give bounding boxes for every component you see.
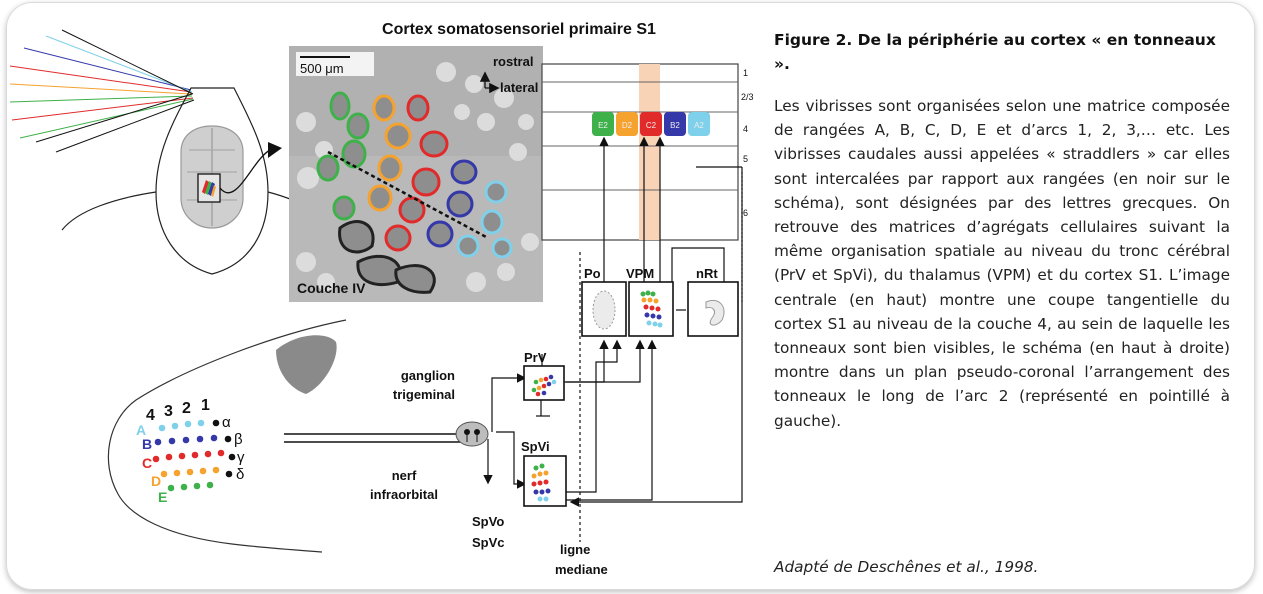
arc2-dotted-line <box>327 150 489 240</box>
layer-6: 6 <box>743 208 748 218</box>
layer-4: 4 <box>743 124 748 134</box>
caption-title: Figure 2. De la périphérie au cortex « e… <box>774 31 1216 73</box>
layer-iv-label: Couche IV <box>297 280 366 296</box>
row-d: D <box>151 473 161 489</box>
row-c: C <box>142 455 152 471</box>
figure-diagram: Cortex somatosensoriel primaire S1 <box>9 21 754 577</box>
row-e: E <box>158 489 167 505</box>
spvi-label: SpVi <box>521 439 550 454</box>
eye <box>276 335 337 394</box>
layer-5: 5 <box>743 154 748 164</box>
thalamus: Po VPM nRt <box>581 266 739 337</box>
barrel-e2-label: E2 <box>598 121 608 130</box>
figure-card: Cortex somatosensoriel primaire S1 <box>6 2 1255 590</box>
nerf-label-2: infraorbital <box>370 487 438 502</box>
scale-bar-label: 500 μm <box>300 61 344 76</box>
layer-2-3: 2/3 <box>741 92 754 102</box>
spvi-barrelettes <box>531 463 551 502</box>
barrel-c2 <box>640 112 662 136</box>
c2-column-highlight <box>639 64 660 240</box>
rat-snout-side-view: 4 3 2 1 A B C D E α β γ δ <box>107 319 347 553</box>
barrel-d2-label: D2 <box>622 121 633 130</box>
prv-label: PrV <box>524 350 547 365</box>
barrel-micrograph: 500 μm rostral lateral <box>289 46 543 302</box>
po-label: Po <box>584 266 601 281</box>
arc-3: 3 <box>164 403 173 420</box>
nrt-label: nRt <box>696 266 718 281</box>
figure-title: Cortex somatosensoriel primaire S1 <box>382 21 656 38</box>
whiskers-fan <box>9 29 195 153</box>
greek-delta: δ <box>236 466 244 483</box>
spvc-label: SpVc <box>472 535 505 550</box>
barrel-a2 <box>688 112 710 136</box>
ganglion-label-1: ganglion <box>401 368 455 383</box>
greek-beta: β <box>234 431 243 448</box>
brainstem: PrV SpVi SpVo SpVc ligne mediane <box>472 350 608 577</box>
arc-4: 4 <box>146 407 155 424</box>
barrel-d2 <box>616 112 638 136</box>
barrel-b2-label: B2 <box>670 121 680 130</box>
greek-alpha: α <box>222 414 231 431</box>
spvo-label: SpVo <box>472 514 504 529</box>
barrel-e2 <box>592 112 614 136</box>
prv-barrelettes <box>531 374 557 397</box>
nerf-label-1: nerf <box>392 468 417 483</box>
caption-source: Adapté de Deschênes et al., 1998. <box>774 558 1039 576</box>
ligne-label-2: mediane <box>555 562 608 577</box>
whisker-pad <box>152 419 236 492</box>
barrel-b2 <box>664 112 686 136</box>
cortex-coronal-schematic: 1 2/3 4 5 6 E2 D2 C2 B2 A2 <box>541 63 754 241</box>
ligne-label-1: ligne <box>560 542 590 557</box>
infraorbital-nerve: ganglion trigeminal nerf infraorbital <box>284 368 489 502</box>
zoom-arrow <box>219 149 271 194</box>
ganglion-label-2: trigeminal <box>393 387 455 402</box>
trigeminal-ganglion <box>455 421 489 447</box>
greek-gamma: γ <box>237 449 245 466</box>
layer-1: 1 <box>743 68 748 78</box>
barrel-a2-label: A2 <box>694 121 704 130</box>
axis-rostral-label: rostral <box>493 54 533 69</box>
row-b: B <box>142 436 152 452</box>
vpm-barreloids <box>640 290 663 328</box>
row-a: A <box>136 422 146 438</box>
rat-head-top-view <box>9 29 333 275</box>
barrel-c2-label: C2 <box>646 121 657 130</box>
vpm-label: VPM <box>626 266 654 281</box>
arc-2: 2 <box>182 400 191 417</box>
axis-lateral-label: lateral <box>500 80 538 95</box>
arc-1: 1 <box>201 397 210 414</box>
caption-body: Les vibrisses sont organisées selon une … <box>774 97 1230 430</box>
